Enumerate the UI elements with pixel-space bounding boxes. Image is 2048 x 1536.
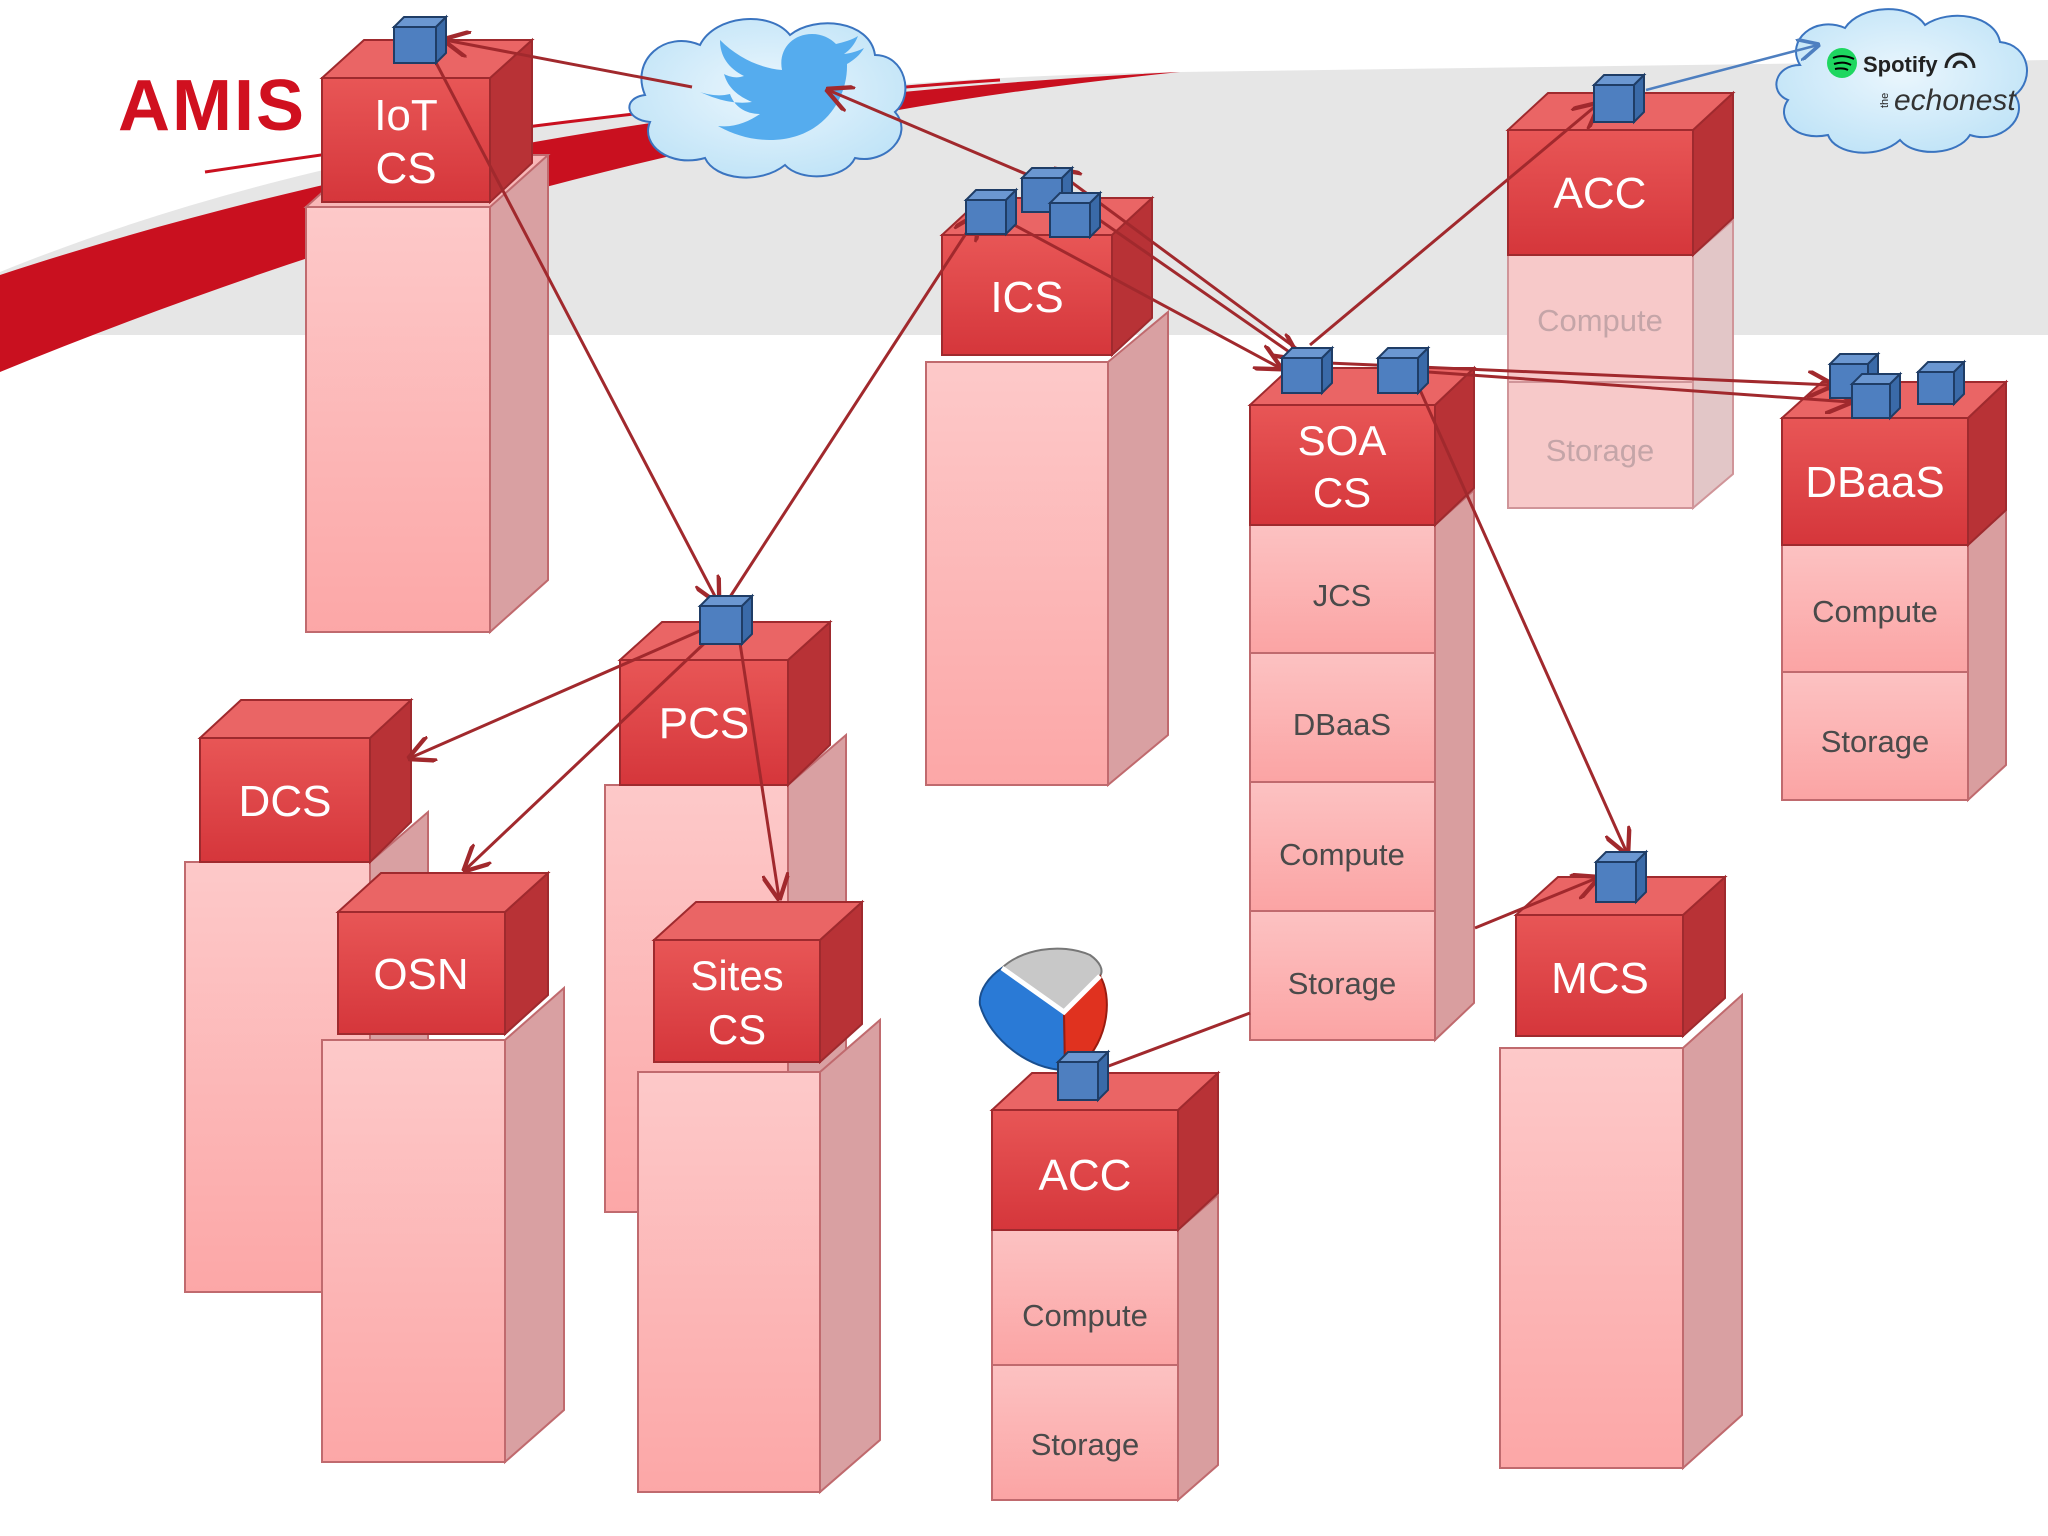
spotify-icon bbox=[1827, 48, 1857, 78]
vanilla-logo-icon bbox=[978, 947, 1108, 1072]
mcs-box: MCS bbox=[1513, 874, 1728, 1039]
services-acc_bottom-layers-0-text: Compute bbox=[1022, 1298, 1148, 1333]
services-soa-layers-0-text: JCS bbox=[1313, 578, 1372, 613]
acc-top-label: ACC bbox=[1554, 169, 1647, 218]
services-dbaas-layers-1-text: Storage bbox=[1821, 724, 1930, 759]
soa-layers: JCS DBaaS Compute Storage bbox=[1249, 487, 1475, 1043]
arrow-soa-to-acc bbox=[1309, 104, 1598, 347]
echonest-label: echonest bbox=[1894, 84, 2017, 117]
acc-top-layer-compute: Compute bbox=[1507, 254, 1694, 383]
twitter-bird-icon bbox=[700, 34, 864, 140]
osn-pillar bbox=[321, 985, 565, 1465]
pcs-label: PCS bbox=[659, 699, 749, 748]
arrow-acc-to-spotify bbox=[1645, 45, 1818, 92]
soa-cs-label-2: CS bbox=[1313, 469, 1371, 516]
ics-box: ICS bbox=[939, 195, 1155, 358]
iot-cs-label-1: IoT bbox=[374, 91, 438, 140]
arrow-pcs-to-sites bbox=[736, 629, 779, 898]
arrow-pcs-to-ics bbox=[726, 215, 978, 601]
soa-layer-dbaas: DBaaS bbox=[1249, 652, 1436, 783]
line-acc-bottom-to-soa-storage bbox=[1097, 1011, 1251, 1072]
soa-layer-compute: Compute bbox=[1249, 781, 1436, 912]
iot-pillar bbox=[303, 154, 551, 635]
ics-label: ICS bbox=[990, 273, 1063, 322]
pcs-box: PCS bbox=[617, 619, 833, 788]
connector-cube-mcs bbox=[1593, 849, 1649, 905]
dbaas-layers: Compute Storage bbox=[1781, 507, 2007, 803]
acc-top-box: ACC bbox=[1505, 90, 1736, 258]
acc-top-layers: Compute Storage bbox=[1507, 217, 1734, 511]
arrow-ics-to-soa-1 bbox=[1004, 218, 1280, 368]
acc-top-layer-storage: Storage bbox=[1507, 381, 1694, 509]
sites-cs-box: Sites CS bbox=[651, 899, 865, 1065]
connector-cube-iot bbox=[391, 14, 449, 66]
amis-logo-text: AMIS bbox=[118, 66, 306, 146]
arrow-twitter-to-iot bbox=[445, 40, 693, 89]
services-acc_bottom-layers-1-text: Storage bbox=[1031, 1427, 1140, 1462]
spotify-echonest-cloud: Spotify the echonest bbox=[1775, 8, 2028, 154]
iot-cs-label-2: CS bbox=[375, 144, 436, 193]
arrow-pcs-to-dcs bbox=[410, 628, 703, 758]
soa-layer-jcs: JCS bbox=[1249, 524, 1436, 654]
twitter-cloud bbox=[628, 18, 907, 179]
sites-cs-label-2: CS bbox=[708, 1006, 766, 1053]
connection-arrows bbox=[410, 40, 1850, 1072]
spotify-label: Spotify bbox=[1863, 52, 1938, 77]
arrow-soa-to-dbaas-2 bbox=[1399, 368, 1850, 402]
arrow-soa-storage-to-mcs bbox=[1474, 878, 1597, 930]
iot-cs-box: IoT CS bbox=[319, 37, 535, 205]
acc-bottom-label: ACC bbox=[1039, 1151, 1132, 1200]
connector-cube-acc-bottom bbox=[1055, 1049, 1111, 1103]
acc-bottom-layer-storage: Storage bbox=[991, 1364, 1179, 1501]
mcs-label: MCS bbox=[1551, 954, 1649, 1003]
connector-cube-pcs bbox=[697, 593, 755, 647]
arrow-pcs-to-osn bbox=[465, 636, 712, 870]
connector-cube-acc-top bbox=[1591, 72, 1647, 125]
acc-bottom-layers: Compute Storage bbox=[991, 1192, 1219, 1503]
acc-bottom-box: ACC bbox=[989, 1070, 1221, 1233]
dcs-box: DCS bbox=[197, 697, 414, 865]
connector-cubes bbox=[391, 14, 1967, 1103]
echonest-icon bbox=[1944, 52, 1976, 69]
osn-label: OSN bbox=[373, 950, 468, 999]
acc-bottom-layer-compute: Compute bbox=[991, 1229, 1179, 1366]
dcs-label: DCS bbox=[239, 777, 332, 826]
connector-cube-ics-3 bbox=[1047, 190, 1103, 240]
connector-cube-ics-1 bbox=[963, 187, 1019, 237]
services-soa-layers-3-text: Storage bbox=[1288, 966, 1397, 1001]
services-acc_top-layers-0-text: Compute bbox=[1537, 303, 1663, 338]
connector-cube-soa-1 bbox=[1279, 345, 1335, 396]
soa-layer-storage: Storage bbox=[1249, 910, 1436, 1041]
sites-cs-label-1: Sites bbox=[690, 952, 783, 999]
connector-cube-dbaas-3 bbox=[1915, 359, 1967, 407]
services-soa-layers-1-text: DBaaS bbox=[1293, 707, 1391, 742]
services-acc_top-layers-1-text: Storage bbox=[1546, 433, 1655, 468]
osn-box: OSN bbox=[335, 870, 551, 1037]
arrow-ics-to-twitter bbox=[828, 90, 1041, 182]
arrow-soa-to-mcs bbox=[1410, 371, 1627, 853]
arrow-iot-to-pcs bbox=[430, 54, 718, 602]
dbaas-layer-storage: Storage bbox=[1781, 671, 1969, 801]
connector-cube-dbaas-2 bbox=[1849, 371, 1903, 421]
services-soa-layers-2-text: Compute bbox=[1279, 837, 1405, 872]
echonest-prefix: the bbox=[1879, 93, 1891, 108]
dbaas-label: DBaaS bbox=[1805, 458, 1944, 507]
ics-pillar bbox=[925, 309, 1169, 788]
sites-pillar bbox=[637, 1017, 881, 1495]
services-dbaas-layers-0-text: Compute bbox=[1812, 594, 1938, 629]
connector-cube-soa-2 bbox=[1375, 345, 1431, 396]
arrow-ics-to-soa-2 bbox=[1077, 203, 1298, 358]
mcs-pillar bbox=[1499, 992, 1743, 1471]
dbaas-layer-compute: Compute bbox=[1781, 544, 1969, 673]
soa-cs-label-1: SOA bbox=[1298, 417, 1387, 464]
